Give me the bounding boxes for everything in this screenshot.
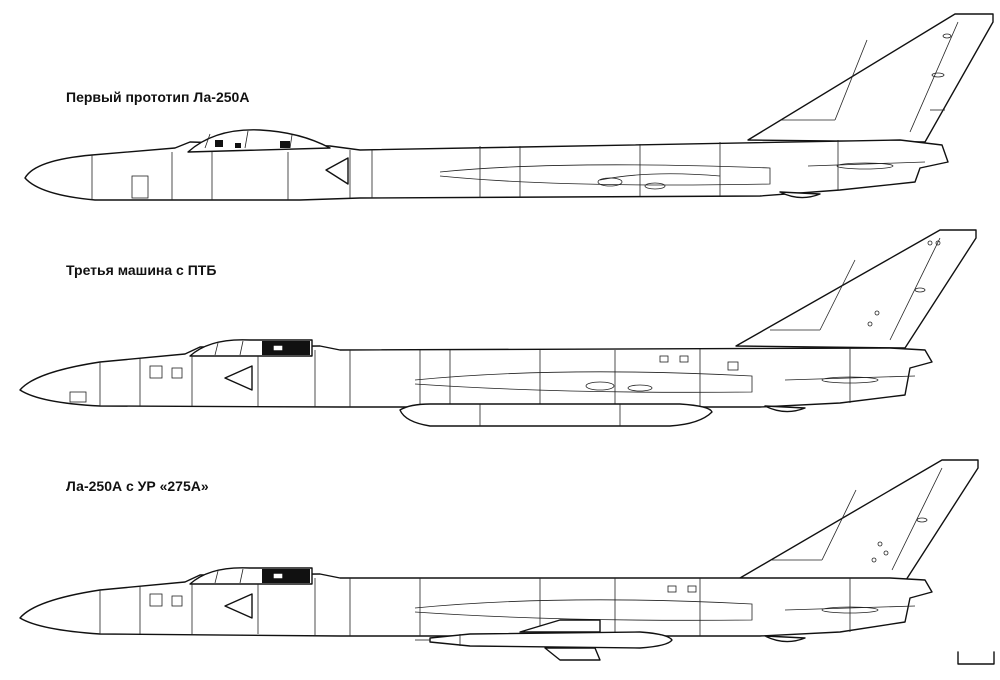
aircraft-third-machine bbox=[19, 229, 977, 427]
aircraft-with-missile bbox=[19, 459, 979, 661]
aircraft-first-prototype bbox=[24, 13, 994, 201]
caption-with-missile: Ла-250А с УР «275А» bbox=[66, 478, 209, 494]
caption-third-machine: Третья машина с ПТБ bbox=[66, 262, 217, 278]
corner-mark bbox=[957, 651, 995, 665]
caption-first-prototype: Первый прототип Ла-250А bbox=[66, 89, 250, 105]
